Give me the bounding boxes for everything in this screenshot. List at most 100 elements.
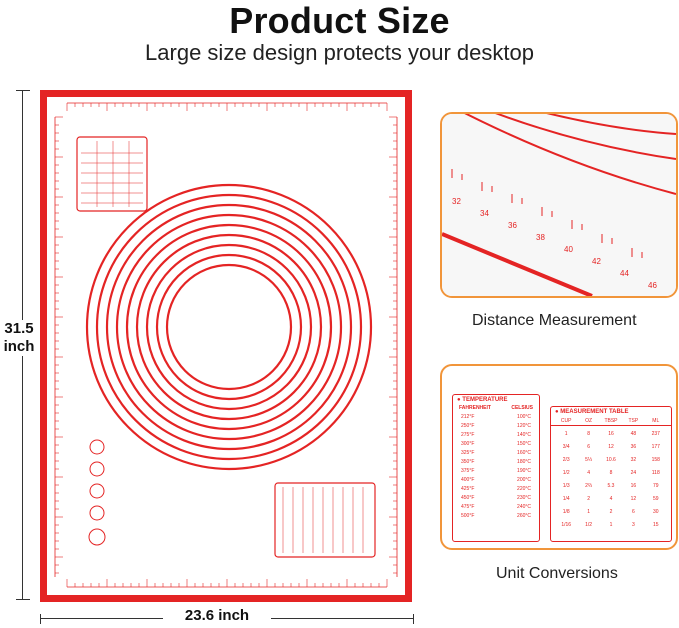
detail-number: 38: [536, 233, 545, 242]
measurement-cell: 5⅓: [585, 457, 593, 463]
temperature-row: 450°F 230°C: [461, 494, 531, 503]
measurement-cell: 16: [630, 483, 637, 489]
measurement-cell: 2⅔: [585, 483, 593, 489]
measurement-cell: 118: [651, 470, 660, 476]
measurement-header: TBSP: [604, 418, 618, 424]
distance-detail-image: 32 34 36 38 40 42 44 46: [442, 114, 676, 296]
detail-ruler-numbers: 32 34 36 38 40 42 44 46: [452, 197, 657, 290]
detail-number: 42: [592, 257, 601, 266]
measurement-cell: 6: [587, 444, 590, 450]
temp-celsius: 180°C: [517, 459, 531, 465]
temperature-row: 375°F 190°C: [461, 467, 531, 476]
temperature-row: 500°F 260°C: [461, 512, 531, 521]
baking-mat-image: [40, 90, 412, 602]
temp-fahrenheit: 350°F: [461, 459, 475, 465]
measurement-cell: 237: [651, 431, 660, 437]
measurement-cell: 1: [587, 509, 590, 515]
measurement-cell: 5.3: [607, 483, 615, 489]
distance-caption: Distance Measurement: [472, 312, 637, 329]
measurement-cell: 24: [630, 470, 637, 476]
temp-celsius: 220°C: [517, 486, 531, 492]
temperature-row: 475°F 240°C: [461, 503, 531, 512]
temp-fahrenheit: 475°F: [461, 504, 475, 510]
measurement-cell: 1/2: [585, 522, 593, 528]
measurement-cell: 1: [609, 522, 613, 528]
temp-celsius: 230°C: [517, 495, 531, 501]
measurement-cell: 1/2: [562, 470, 570, 476]
measurement-cell: 3: [631, 522, 635, 528]
detail-arc-lines: [464, 114, 676, 195]
measurement-cell: 6: [631, 509, 635, 515]
measurement-cell: 8: [587, 431, 590, 437]
temp-fahrenheit: 250°F: [461, 423, 475, 429]
measurement-cell: 48: [630, 431, 637, 437]
measurement-header: CUP: [560, 418, 572, 424]
detail-number: 46: [648, 281, 657, 290]
temp-fahrenheit: 325°F: [461, 450, 475, 456]
measurement-cell: 158: [651, 457, 660, 463]
temp-celsius: 190°C: [517, 468, 531, 474]
measurement-title: MEASUREMENT TABLE: [560, 409, 629, 415]
measurement-cell: 1: [564, 431, 568, 437]
temp-fahrenheit: 212°F: [461, 414, 475, 420]
measurement-cell: 2: [609, 509, 613, 515]
measurement-row: 1 8 16 48 237: [555, 428, 667, 441]
measurement-cell: 2/3: [562, 457, 570, 463]
temp-celsius: 240°C: [517, 504, 531, 510]
measurement-cell: 10.6: [606, 457, 616, 463]
page-subtitle: Large size design protects your desktop: [145, 40, 534, 65]
measurement-cell: 1/16: [561, 522, 572, 528]
temp-celsius: 200°C: [517, 477, 531, 483]
temperature-row: 350°F 180°C: [461, 458, 531, 467]
measurement-row: 1/2 4 8 24 118: [555, 467, 667, 480]
temp-fahrenheit: 300°F: [461, 441, 475, 447]
measurement-row: 2/3 5⅓ 10.6 32 158: [555, 454, 667, 467]
temp-header-c: CELSIUS: [511, 405, 533, 411]
measurement-cell: 16: [608, 431, 614, 437]
mat-table-bottom-lines: [282, 487, 364, 553]
distance-detail-panel: 32 34 36 38 40 42 44 46: [440, 112, 678, 298]
measurement-header: OZ: [585, 418, 593, 424]
measurement-cell: 4: [587, 470, 590, 476]
mat-illustration: [54, 102, 398, 588]
temp-celsius: 150°C: [517, 441, 531, 447]
measurement-cell: 8: [609, 470, 613, 476]
mat-ruler-ticks: [54, 102, 398, 588]
temperature-title: TEMPERATURE: [462, 397, 508, 403]
detail-number: 34: [480, 209, 489, 218]
measurement-cell: 12: [608, 444, 614, 450]
height-label: 31.5 inch: [0, 320, 38, 356]
measurement-cell: 59: [652, 496, 659, 502]
detail-number: 32: [452, 197, 461, 206]
measurement-header: ML: [652, 418, 660, 424]
temp-fahrenheit: 375°F: [461, 468, 475, 474]
temp-celsius: 160°C: [517, 450, 531, 456]
measurement-cell: 1/3: [562, 483, 570, 489]
measurement-header: TSP: [628, 418, 639, 424]
mat-table-top-lines: [81, 141, 143, 207]
temperature-row: 250°F 120°C: [461, 422, 531, 431]
temp-celsius: 140°C: [517, 432, 531, 438]
temp-fahrenheit: 500°F: [461, 513, 475, 519]
temp-celsius: 260°C: [517, 513, 531, 519]
mat-usage-icons: [88, 439, 106, 546]
temp-celsius: 120°C: [517, 423, 531, 429]
temp-header-f: FAHRENHEIT: [459, 405, 491, 411]
measurement-cell: 3/4: [562, 444, 570, 450]
detail-ruler-ticks: [451, 169, 643, 258]
detail-number: 36: [508, 221, 517, 230]
temp-fahrenheit: 450°F: [461, 495, 475, 501]
measurement-cell: 32: [630, 457, 637, 463]
unit-caption: Unit Conversions: [496, 565, 618, 582]
measurement-cell: 4: [609, 496, 613, 502]
